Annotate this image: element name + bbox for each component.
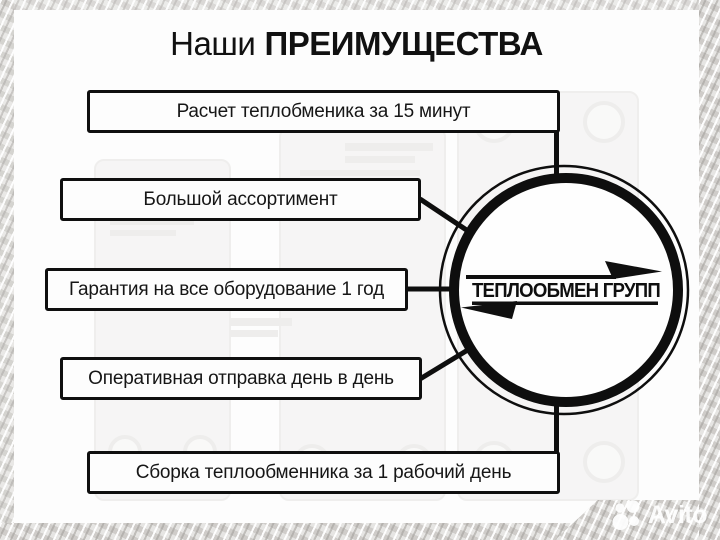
connector-lines [406,130,559,453]
logo-outer-ring [438,164,690,416]
company-logo-text: ТЕПЛООБМЕН ГРУПП [471,280,661,302]
avito-logo-icon [612,500,640,530]
advantage-label: Большой ассортимент [143,188,338,210]
advantage-box-warranty: Гарантия на все оборудование 1 год [45,268,408,311]
metal-frame-bottom [0,523,720,540]
logo-main-ring [449,173,683,407]
advantage-label: Расчет теплобменика за 15 минут [176,100,471,122]
avito-watermark-label: Avito [647,500,708,529]
title-prefix: Наши [170,25,256,62]
metal-frame-right [699,0,720,540]
advantage-box-assembly: Сборка теплообменника за 1 рабочий день [87,451,560,494]
advantage-label: Оперативная отправка день в день [88,367,394,389]
advantage-box-shipping: Оперативная отправка день в день [60,357,422,400]
logo-arrows-icon [461,261,662,319]
advantage-label: Сборка теплообменника за 1 рабочий день [135,461,512,483]
advantage-label: Гарантия на все оборудование 1 год [69,278,384,300]
connector-box4 [418,345,473,382]
advantage-box-calculation: Расчет теплобменика за 15 минут [87,90,560,133]
advantage-box-assortment: Большой ассортимент [60,178,421,221]
title-emphasis: ПРЕИМУЩЕСТВА [264,25,544,62]
metal-frame-top [0,0,720,10]
connector-box2 [418,196,473,236]
metal-frame-left [0,0,14,540]
avito-watermark: Avito [611,499,708,531]
